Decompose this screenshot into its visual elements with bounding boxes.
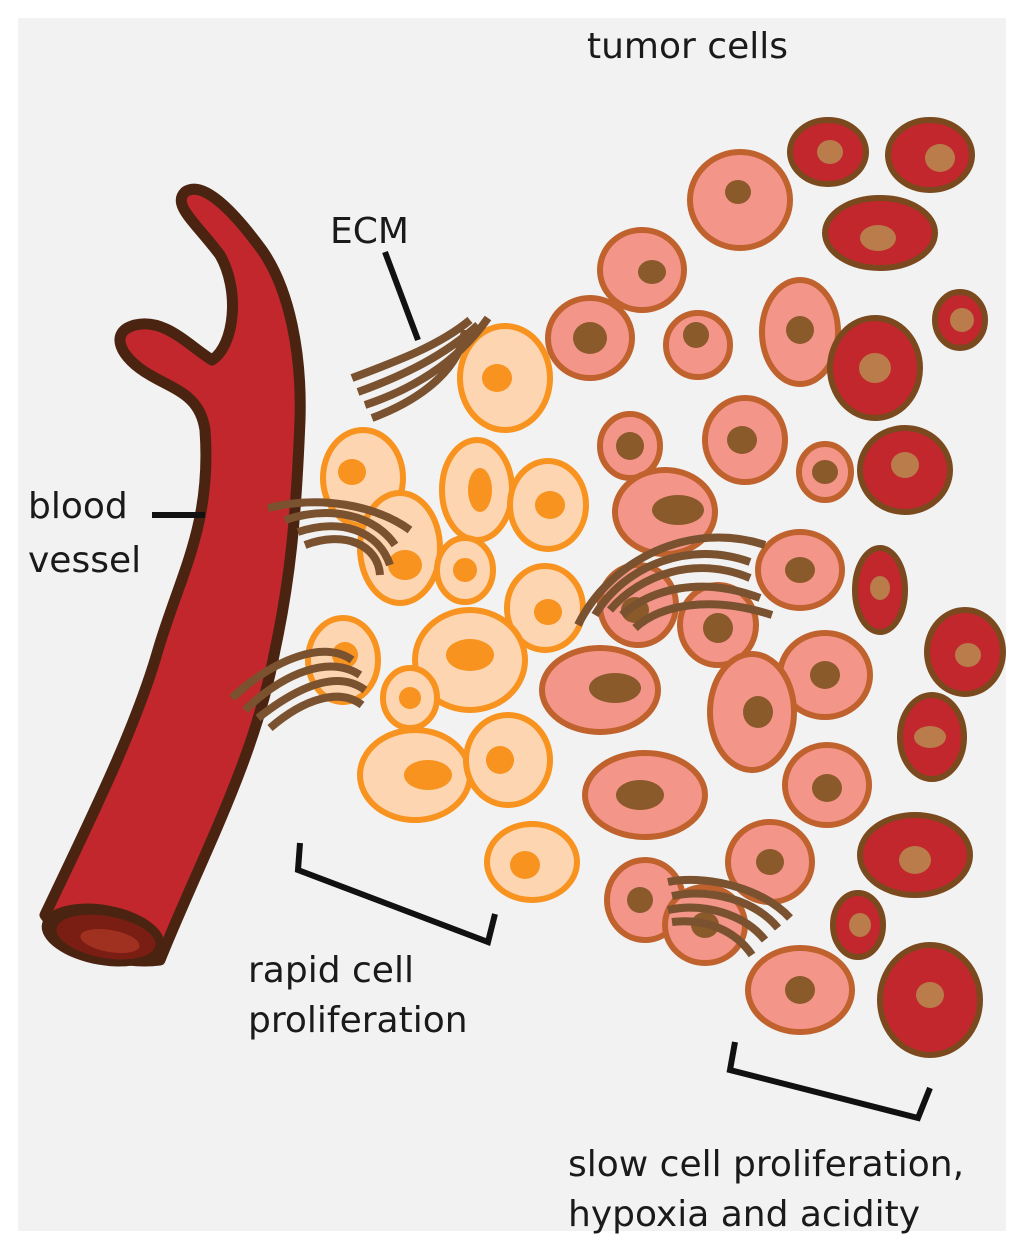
ecm-pointer xyxy=(382,250,421,342)
label-ecm: ECM xyxy=(330,211,409,252)
rapid-nuclei xyxy=(332,364,565,879)
label-tumor-cells: tumor cells xyxy=(587,26,788,67)
ecm-fiber-bundle xyxy=(350,315,492,422)
label-rapid-proliferation-line1: rapid cell xyxy=(248,950,414,991)
label-rapid-proliferation-line2: proliferation xyxy=(248,1000,468,1041)
label-blood-vessel-line1: blood xyxy=(28,486,128,527)
slow-proliferation-bracket xyxy=(726,1041,933,1122)
ecm-fiber-bundle xyxy=(229,647,368,732)
rapid-proliferation-bracket xyxy=(294,842,498,947)
ecm-fiber-bundle xyxy=(574,533,774,632)
hypoxic-nuclei xyxy=(817,140,981,1008)
intermediate-nuclei xyxy=(573,180,842,1004)
annotation-lines xyxy=(152,250,933,1122)
label-slow-proliferation-line1: slow cell proliferation, xyxy=(568,1144,964,1185)
ecm-fiber-bundle xyxy=(267,498,413,576)
ecm-fibers xyxy=(229,315,793,958)
label-blood-vessel-line2: vessel xyxy=(28,540,141,581)
label-slow-proliferation-line2: hypoxia and acidity xyxy=(568,1194,920,1235)
ecm-fiber-bundle xyxy=(667,875,793,958)
